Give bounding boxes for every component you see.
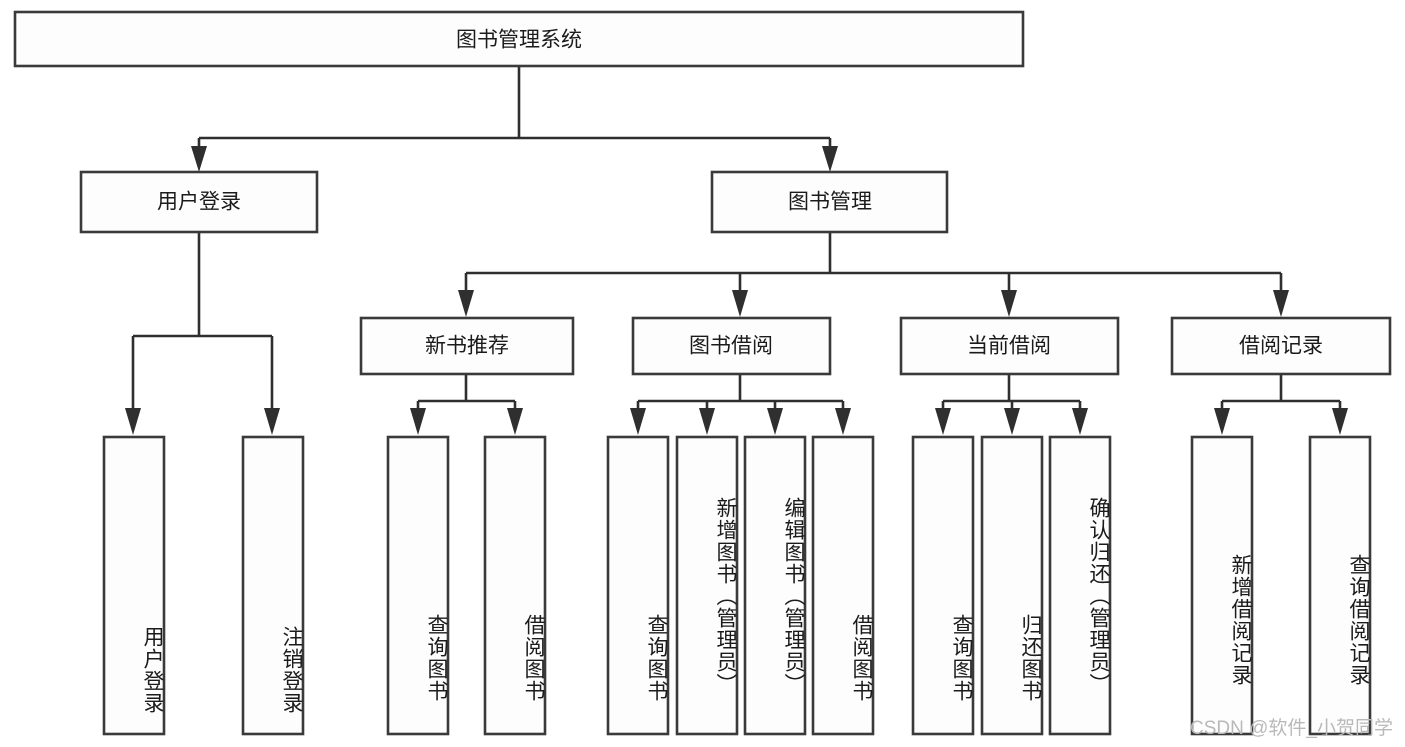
node-borrow-record-label: 借阅记录	[1239, 335, 1323, 358]
leaf-box-query-book-borrow[interactable]	[606, 435, 670, 736]
leaf-box-edit-book-admin[interactable]	[743, 435, 807, 736]
arrow-borrow-l1-icon	[630, 408, 646, 435]
node-root[interactable]: 图书管理系统	[13, 10, 1025, 68]
arrow-login-l2-icon	[264, 408, 280, 435]
arrow-bookmgmt-c4-icon	[1273, 290, 1289, 317]
leaf-box-borrow-book[interactable]	[811, 435, 875, 736]
leaf-box-query-book-newbook[interactable]	[386, 435, 450, 736]
arrow-login-l1-icon	[125, 408, 141, 435]
arrow-newbook-l1-icon	[410, 408, 426, 435]
arrow-borrow-l3-icon	[767, 408, 783, 435]
csdn-watermark: CSDN @软件_小贺同学	[1190, 718, 1393, 739]
node-new-book-recommend-label: 新书推荐	[425, 335, 509, 358]
arrow-current-l1-icon	[935, 408, 951, 435]
leaf-box-add-book-admin[interactable]	[675, 435, 739, 736]
node-new-book-recommend-box[interactable]	[359, 316, 575, 376]
node-current-borrow-box[interactable]	[899, 316, 1120, 376]
leaf-box-logout[interactable]	[241, 435, 305, 736]
leaf-box-return-book[interactable]	[980, 435, 1044, 736]
arrow-record-l1-icon	[1214, 408, 1230, 435]
arrow-bookmgmt-c2-icon	[732, 290, 748, 317]
node-book-borrow[interactable]: 图书借阅	[631, 316, 832, 376]
connector-layer	[125, 66, 1348, 435]
node-book-management[interactable]: 图书管理	[710, 170, 949, 234]
leaf-box-user-login[interactable]	[102, 435, 166, 736]
node-new-book-recommend[interactable]: 新书推荐	[359, 316, 575, 376]
node-user-login[interactable]: 用户登录	[79, 170, 319, 234]
node-root-label: 图书管理系统	[456, 29, 582, 52]
node-current-borrow[interactable]: 当前借阅	[899, 316, 1120, 376]
node-book-management-box[interactable]	[710, 170, 949, 234]
node-book-borrow-box[interactable]	[631, 316, 832, 376]
arrow-newbook-l2-icon	[507, 408, 523, 435]
node-root-box[interactable]	[13, 10, 1025, 68]
arrow-current-l3-icon	[1072, 408, 1088, 435]
arrow-record-l2-icon	[1332, 408, 1348, 435]
node-book-borrow-label: 图书借阅	[689, 335, 773, 358]
arrow-bookmgmt-c1-icon	[458, 290, 474, 317]
leaf-box-confirm-return-admin[interactable]	[1048, 435, 1112, 736]
leaf-box-borrow-book-newbook[interactable]	[483, 435, 547, 736]
leaf-box-add-borrow-record[interactable]	[1190, 435, 1254, 736]
node-current-borrow-label: 当前借阅	[967, 335, 1051, 358]
node-borrow-record[interactable]: 借阅记录	[1170, 316, 1392, 376]
arrow-root-to-bookmgmt-icon	[822, 146, 838, 172]
node-borrow-record-box[interactable]	[1170, 316, 1392, 376]
node-book-management-label: 图书管理	[788, 191, 872, 214]
leaf-box-layer	[102, 435, 1372, 736]
arrow-borrow-l4-icon	[835, 408, 851, 435]
node-user-login-box[interactable]	[79, 170, 319, 234]
node-user-login-label: 用户登录	[157, 191, 241, 214]
leaf-box-query-borrow-record[interactable]	[1308, 435, 1372, 736]
arrow-current-l2-icon	[1004, 408, 1020, 435]
arrow-borrow-l2-icon	[699, 408, 715, 435]
arrow-root-to-login-icon	[191, 146, 207, 172]
arrow-bookmgmt-c3-icon	[1001, 290, 1017, 317]
leaf-box-query-book-current[interactable]	[911, 435, 975, 736]
